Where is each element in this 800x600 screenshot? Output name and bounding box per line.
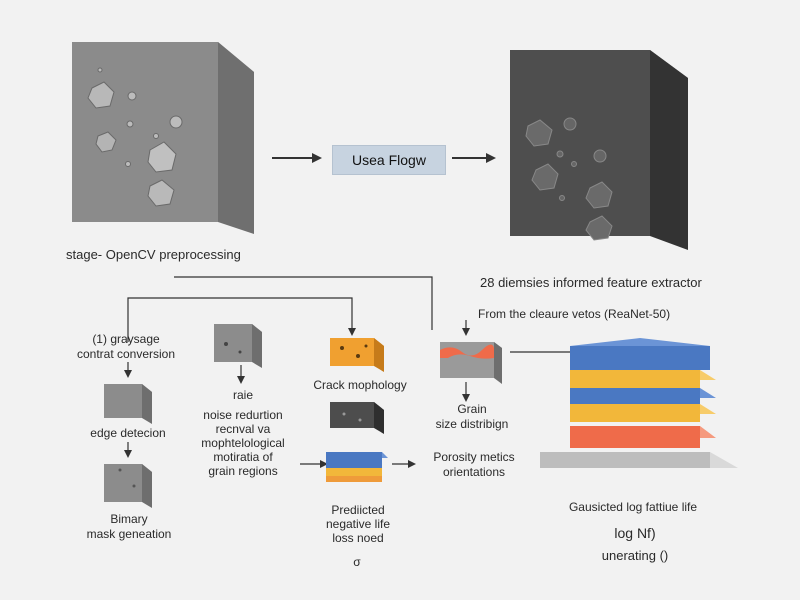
grain-size-cube (440, 342, 502, 384)
dark-feature-volume (510, 50, 688, 250)
edge-detection-cube (104, 384, 152, 424)
resnet-label: From the cleaure vetos (ReaNet-50) (478, 307, 671, 321)
sigma-label: σ (353, 555, 361, 569)
noise-label: raie noise redurtion recnval va mophtelo… (201, 388, 285, 478)
top-flow-arrows (272, 153, 496, 163)
uncertainty-label: unerating () (601, 548, 669, 563)
noise-reduction-cube (214, 324, 262, 368)
stage-label: stage- OpenCV preprocessing (66, 247, 241, 262)
crack-morphology-cube (330, 338, 384, 372)
connector-lines (127, 276, 580, 465)
connector-arrowheads (124, 328, 586, 468)
dark-sample-cube (330, 402, 384, 434)
log-nf-label: log Nf) (614, 525, 656, 541)
latent-stack-small (326, 452, 388, 482)
gray-micrograph-volume (72, 42, 254, 234)
edge-label: edge detecion (90, 426, 166, 440)
crack-label: Crack mophology (313, 378, 407, 392)
fatigue-model-stack (540, 338, 738, 468)
binary-mask-cube (104, 464, 152, 508)
extractor-label: 28 diemsies informed feature extractor (480, 275, 702, 290)
flow-box: Usea Flogw (332, 145, 446, 175)
fatigue-label: Gausicted log fattiue life (568, 500, 698, 514)
